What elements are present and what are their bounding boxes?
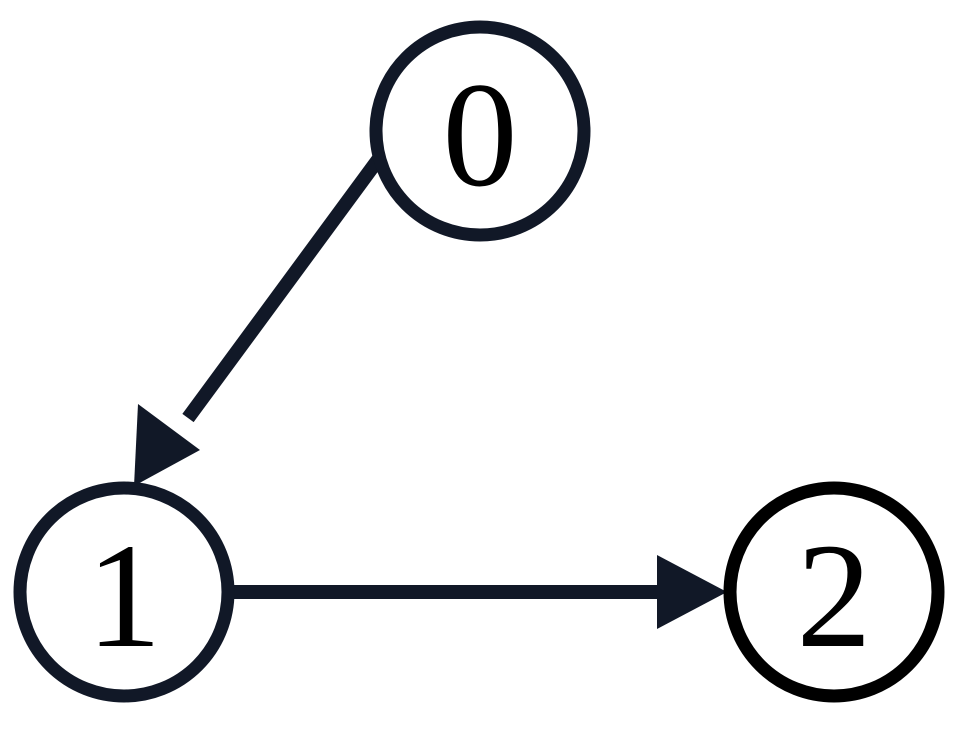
node-2-label: 2 [797, 513, 872, 679]
node-2-circle[interactable] [723, 481, 945, 703]
node-0-label: 0 [443, 52, 518, 218]
node-0-circle[interactable] [369, 20, 591, 242]
node-1-circle[interactable] [13, 481, 235, 703]
node-1-label: 1 [87, 513, 162, 679]
edge-0-to-1-line [182, 152, 386, 423]
edge-0-to-1[interactable] [134, 152, 386, 486]
edge-0-to-1-arrowhead-icon [134, 404, 200, 486]
node-1[interactable]: 1 [13, 481, 235, 703]
node-2[interactable]: 2 [723, 481, 945, 703]
edge-1-to-2[interactable] [230, 555, 727, 629]
node-0[interactable]: 0 [369, 20, 591, 242]
edge-1-to-2-arrowhead-icon [657, 555, 727, 629]
